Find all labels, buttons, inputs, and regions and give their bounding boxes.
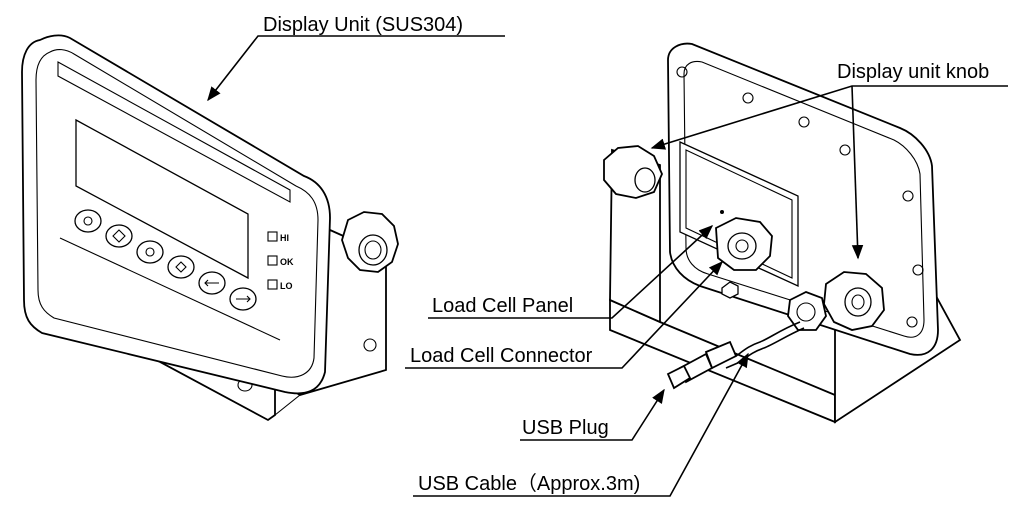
front-buttons	[74, 209, 257, 311]
tare-button[interactable]	[167, 255, 195, 279]
label-load-cell-panel: Load Cell Panel	[432, 295, 573, 317]
label-display-unit-knob: Display unit knob	[837, 61, 989, 83]
label-usb-plug: USB Plug	[522, 417, 609, 439]
usb-plug[interactable]	[666, 340, 738, 390]
indicator-hi-label: HI	[280, 233, 289, 243]
indicator-ok: OK	[267, 255, 294, 267]
zero-button[interactable]	[136, 240, 164, 264]
display-unit-knob-top[interactable]	[603, 145, 663, 199]
cable-gland	[787, 291, 827, 331]
indicator-hi: HI	[267, 231, 289, 243]
label-display-unit: Display Unit (SUS304)	[263, 14, 463, 36]
right-arrow-button[interactable]	[229, 287, 257, 311]
left-arrow-button[interactable]	[198, 271, 226, 295]
menu-button[interactable]	[105, 224, 133, 248]
display-unit-front: HI OK LO	[21, 34, 399, 422]
indicator-ok-label: OK	[280, 257, 294, 267]
display-unit-knob-left[interactable]	[341, 211, 399, 273]
power-button[interactable]	[74, 209, 102, 233]
indicator-lo: LO	[267, 279, 293, 291]
label-load-cell-connector: Load Cell Connector	[410, 345, 593, 367]
indicator-lo-label: LO	[280, 281, 293, 291]
leader-lines	[207, 35, 1008, 497]
display-unit-knob-bottom[interactable]	[823, 271, 885, 331]
load-cell-connector[interactable]	[715, 217, 773, 271]
label-usb-cable: USB Cable（Approx.3m)	[418, 472, 640, 495]
display-unit-rear	[603, 42, 962, 424]
